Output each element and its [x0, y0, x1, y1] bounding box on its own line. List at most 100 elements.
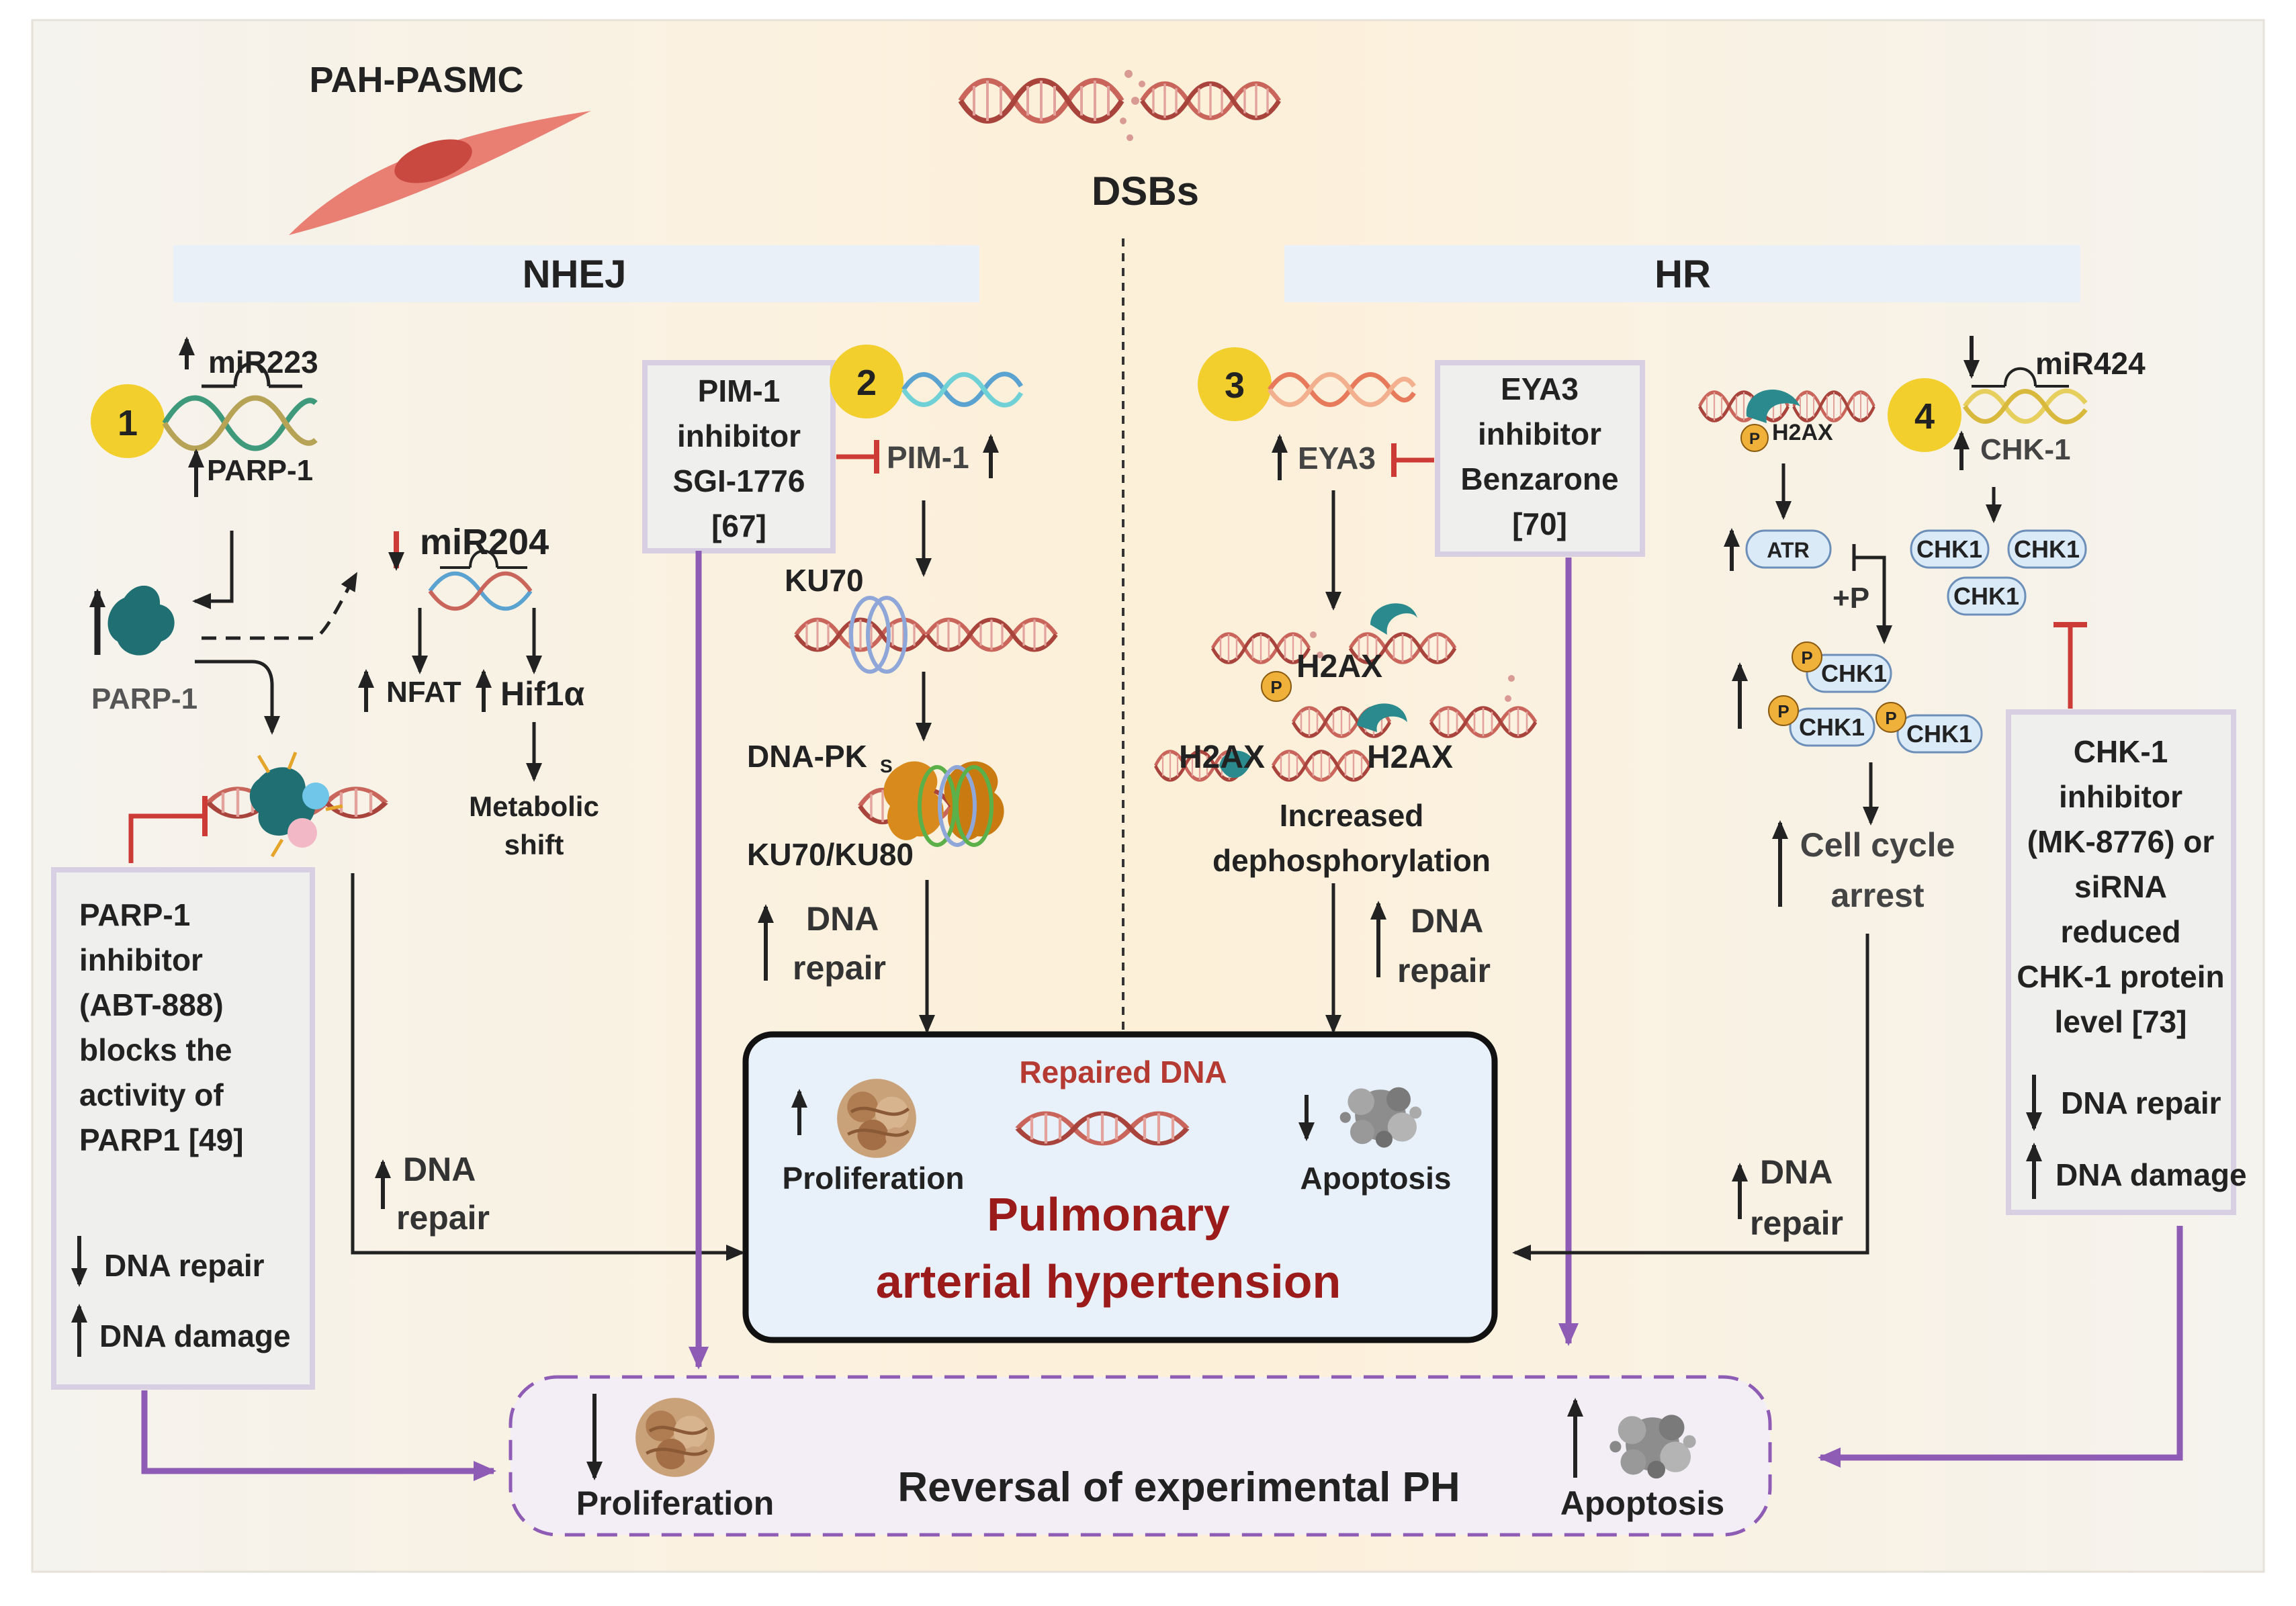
left-repair-label-2: repair [396, 1199, 490, 1237]
proliferation-cells-icon [837, 1079, 916, 1158]
chk1-inhibitor-line-7: level [73] [2055, 1004, 2187, 1039]
chk1-inhibitor-line-4: siRNA [2074, 869, 2167, 904]
nfat-label: NFAT [386, 676, 461, 709]
pchk1-label-3: CHK1 [1906, 720, 1972, 748]
center-proliferation-label: Proliferation [783, 1161, 965, 1196]
panel3-repair-label-2: repair [1397, 952, 1491, 989]
eya3-label: EYA3 [1298, 441, 1376, 476]
parp-protein-label: PARP-1 [91, 682, 197, 715]
chk1-inhibitor-box [2006, 709, 2236, 1215]
dsb-label: DSBs [1092, 169, 1199, 214]
chk1-pill-1 [1910, 529, 1990, 569]
pchk1-pill-2 [1789, 707, 1875, 747]
eya3-inhibitor-line-3: Benzarone [1460, 461, 1618, 496]
pah-title-2: arterial hypertension [876, 1255, 1341, 1308]
chk1-label-3: CHK1 [1953, 582, 2019, 610]
bottom-proliferation-label: Proliferation [576, 1484, 774, 1522]
broken-dna-icon [961, 70, 1279, 141]
arrow-parp-synthesis [192, 531, 234, 609]
chk1-label-1: CHK1 [1916, 535, 1982, 563]
atr-pill [1745, 529, 1832, 569]
parp-dna-complex-icon [208, 752, 386, 858]
chk-gene-label: CHK-1 [1980, 433, 2070, 466]
arrow-parp-activity [195, 660, 280, 735]
hr-header-band [1284, 245, 2080, 302]
badge-2 [830, 345, 903, 418]
plus-p-label: +P [1833, 582, 1869, 615]
reversal-box [509, 1375, 1772, 1537]
cell-cycle-label-1: Cell cycle [1800, 826, 1955, 864]
parp-inhibitor-line-3: (ABT-888) [79, 987, 224, 1022]
pim-inhibitor-line-2: inhibitor [677, 418, 801, 453]
pim-inhibitor-line-3: SGI-1776 [673, 463, 805, 498]
chk1-pill-3 [1947, 576, 2027, 616]
badge-2-label: 2 [856, 363, 877, 403]
chk1-inhibitor-line-5: reduced [2061, 914, 2181, 949]
ku7080-label: KU70/KU80 [747, 837, 914, 872]
pah-title-1: Pulmonary [987, 1188, 1230, 1241]
parp-dna-repair: DNA repair [104, 1248, 265, 1283]
mir223-label: miR223 [208, 345, 318, 380]
badge-1 [91, 384, 165, 458]
dnapk-complex-icon [860, 761, 1004, 847]
eya3-inhibitor-box [1435, 360, 1645, 557]
hr-label: HR [1654, 253, 1711, 296]
bottom-apoptosis-label: Apoptosis [1560, 1484, 1724, 1522]
bottom-proliferation-cells-icon [635, 1398, 715, 1477]
h2ax-label-2: H2AX [1179, 740, 1265, 775]
mirna-dna-icon [162, 361, 318, 451]
mirna204-dna-icon [428, 549, 533, 611]
panel2-repair-label-2: repair [793, 949, 886, 987]
chk1-pill-2 [2007, 529, 2087, 569]
badge-3-label: 3 [1225, 365, 1245, 406]
nhej-label: NHEJ [523, 253, 627, 296]
dnapk-label: DNA-PK [747, 739, 867, 774]
phospho-chk1-3-label: P [1885, 708, 1896, 728]
panel3-repair-label-1: DNA [1411, 902, 1483, 940]
nhej-header-band [173, 245, 979, 302]
arrow-nhej-to-pah [351, 873, 745, 1261]
right-repair-label-2: repair [1750, 1204, 1843, 1242]
phospho-h2ax-4-icon [1740, 424, 1769, 452]
pim-inhibitor-box [642, 360, 836, 553]
arrow-hr-to-pah [1512, 934, 1869, 1261]
eya3-inhibitor-line-4: [70] [1512, 506, 1567, 541]
eya3-inhibitor-line-2: inhibitor [1478, 416, 1601, 451]
pim-inhibitor-line-4: [67] [711, 508, 766, 543]
chk1-inhibitor-line-6: CHK-1 protein [2017, 959, 2224, 994]
pchk1-pill-1 [1806, 654, 1892, 693]
arrow-atr-to-chk1 [1854, 555, 1892, 644]
chk1-dna-repair: DNA repair [2061, 1085, 2221, 1120]
phospho-chk1-1-icon [1792, 641, 1822, 672]
chk1-label-2: CHK1 [2014, 535, 2080, 563]
chk1-inhibitor-line-3: (MK-8776) or [2027, 824, 2215, 859]
parp-inhibitor-box [51, 867, 315, 1390]
phospho-chk1-2-icon [1768, 695, 1799, 726]
parp-inhibition-line [128, 813, 205, 863]
phospho-h2ax-4-label: P [1749, 430, 1760, 448]
center-apoptosis-label: Apoptosis [1300, 1161, 1452, 1196]
chk1-inhibitor-line-1: CHK-1 [2074, 734, 2168, 769]
reversal-title: Reversal of experimental PH [897, 1464, 1460, 1511]
parp-dna-damage: DNA damage [99, 1319, 291, 1353]
cell-nucleus-icon [394, 139, 472, 183]
left-repair-label-1: DNA [403, 1151, 476, 1188]
parp-inhibitor-line-5: activity of [79, 1077, 224, 1112]
parp-gene-label: PARP-1 [207, 454, 313, 487]
h2ax-atr-dna-icon [1699, 389, 1874, 423]
dephos-label-2: dephosphorylation [1212, 843, 1491, 878]
badge-1-label: 1 [118, 403, 138, 443]
mir204-label: miR204 [420, 522, 549, 562]
parp-inhibitor-line-2: inhibitor [79, 942, 203, 977]
h2ax-label-3: H2AX [1367, 740, 1453, 775]
parp-inhibitor-line-1: PARP-1 [79, 897, 190, 932]
badge-3 [1198, 347, 1272, 421]
hif-label: Hif1α [500, 675, 584, 713]
chk1-inhibitor-line-2: inhibitor [2059, 779, 2182, 814]
purple-arrow-parp [141, 1390, 496, 1481]
ku70-dna-icon [796, 596, 1056, 674]
metabolic-label-2: shift [504, 829, 564, 860]
cell-label: PAH-PASMC [310, 60, 524, 100]
